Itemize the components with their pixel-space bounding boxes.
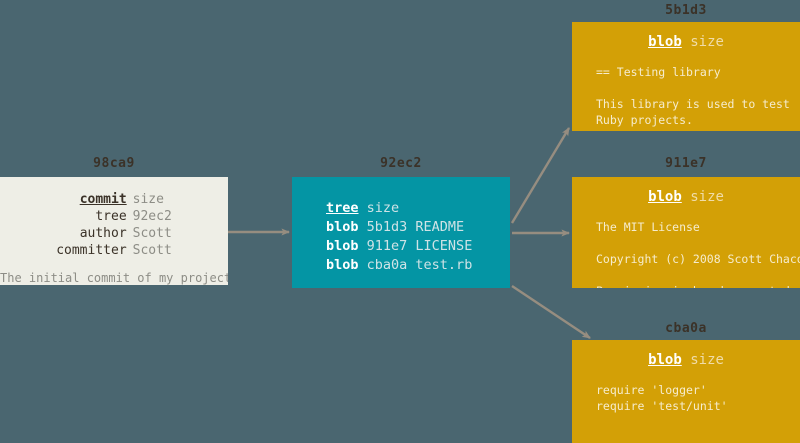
tree-entry-detail: cba0a test.rb xyxy=(366,257,473,273)
commit-message: The initial commit of my project xyxy=(0,271,228,285)
blob-type: blob xyxy=(648,352,682,368)
commit-field-table: commit size tree 92ec2 author Scott comm… xyxy=(56,191,172,259)
blob-content-line: The MIT License xyxy=(596,220,700,234)
hash-label-blob-readme: 5b1d3 xyxy=(665,3,707,18)
blob-content-line xyxy=(596,430,800,443)
blob-content: The MIT License Copyright (c) 2008 Scott… xyxy=(572,219,800,288)
blob-header: blob size xyxy=(572,189,800,205)
blob-content-line: Copyright (c) 2008 Scott Chacon xyxy=(596,252,800,266)
commit-field-key: tree xyxy=(95,209,127,224)
blob-object-box-license: blob size The MIT License Copyright (c) … xyxy=(572,177,800,288)
hash-label-blob-license: 911e7 xyxy=(665,156,707,171)
commit-row: commit size xyxy=(56,191,172,208)
tree-object-box: tree size blob 5b1d3 README blob 911e7 L… xyxy=(292,177,510,288)
tree-entry: blob cba0a test.rb xyxy=(326,256,510,275)
commit-object-box: commit size tree 92ec2 author Scott comm… xyxy=(0,177,228,285)
commit-row: committer Scott xyxy=(56,242,172,259)
commit-field-key: author xyxy=(79,226,127,241)
commit-field-key: committer xyxy=(56,243,127,258)
blob-content-line: This library is used to test xyxy=(596,97,790,111)
commit-field-value: 92ec2 xyxy=(132,209,172,224)
commit-row: author Scott xyxy=(56,225,172,242)
blob-size: size xyxy=(690,352,724,368)
blob-size: size xyxy=(690,189,724,205)
tree-entry: blob 5b1d3 README xyxy=(326,218,510,237)
commit-row: tree 92ec2 xyxy=(56,208,172,225)
blob-type: blob xyxy=(648,189,682,205)
blob-object-box-test: blob size require 'logger' require 'test… xyxy=(572,340,800,443)
tree-entry: tree size xyxy=(326,199,510,218)
blob-content-line xyxy=(596,235,800,251)
tree-entry-type: blob xyxy=(326,238,359,254)
blob-content-line: require 'test/unit' xyxy=(596,399,728,413)
blob-type: blob xyxy=(648,34,682,50)
blob-content-line xyxy=(596,267,800,283)
tree-entry-type: blob xyxy=(326,219,359,235)
tree-entry: blob 911e7 LICENSE xyxy=(326,237,510,256)
blob-content-line: require 'logger' xyxy=(596,383,707,397)
commit-field-value: size xyxy=(132,192,164,207)
blob-content: require 'logger' require 'test/unit' cla… xyxy=(572,382,800,443)
tree-entry-detail: 911e7 LICENSE xyxy=(366,238,473,254)
blob-size: size xyxy=(690,34,724,50)
blob-header: blob size xyxy=(572,34,800,50)
hash-label-tree: 92ec2 xyxy=(380,156,422,171)
blob-content-line: Ruby projects. xyxy=(596,113,693,127)
blob-content-line xyxy=(596,414,800,430)
hash-label-commit: 98ca9 xyxy=(93,156,135,171)
blob-content-line: == Testing library xyxy=(596,65,721,79)
commit-field-value: Scott xyxy=(132,226,172,241)
blob-content-line xyxy=(596,80,800,96)
tree-entry-list: tree size blob 5b1d3 README blob 911e7 L… xyxy=(292,199,510,275)
blob-object-box-readme: blob size == Testing library This librar… xyxy=(572,22,800,131)
blob-content: == Testing library This library is used … xyxy=(572,64,800,128)
tree-entry-detail: size xyxy=(366,200,400,216)
commit-field-value: Scott xyxy=(132,243,172,258)
arrow-tree-to-blob-readme xyxy=(510,127,571,224)
tree-entry-type: blob xyxy=(326,257,359,273)
tree-entry-type: tree xyxy=(326,200,359,216)
blob-content-line: Permission is hereby granted, xyxy=(596,283,800,288)
hash-label-blob-test: cba0a xyxy=(665,321,707,336)
blob-header: blob size xyxy=(572,352,800,368)
tree-entry-detail: 5b1d3 README xyxy=(366,219,465,235)
commit-field-key: commit xyxy=(79,192,127,207)
